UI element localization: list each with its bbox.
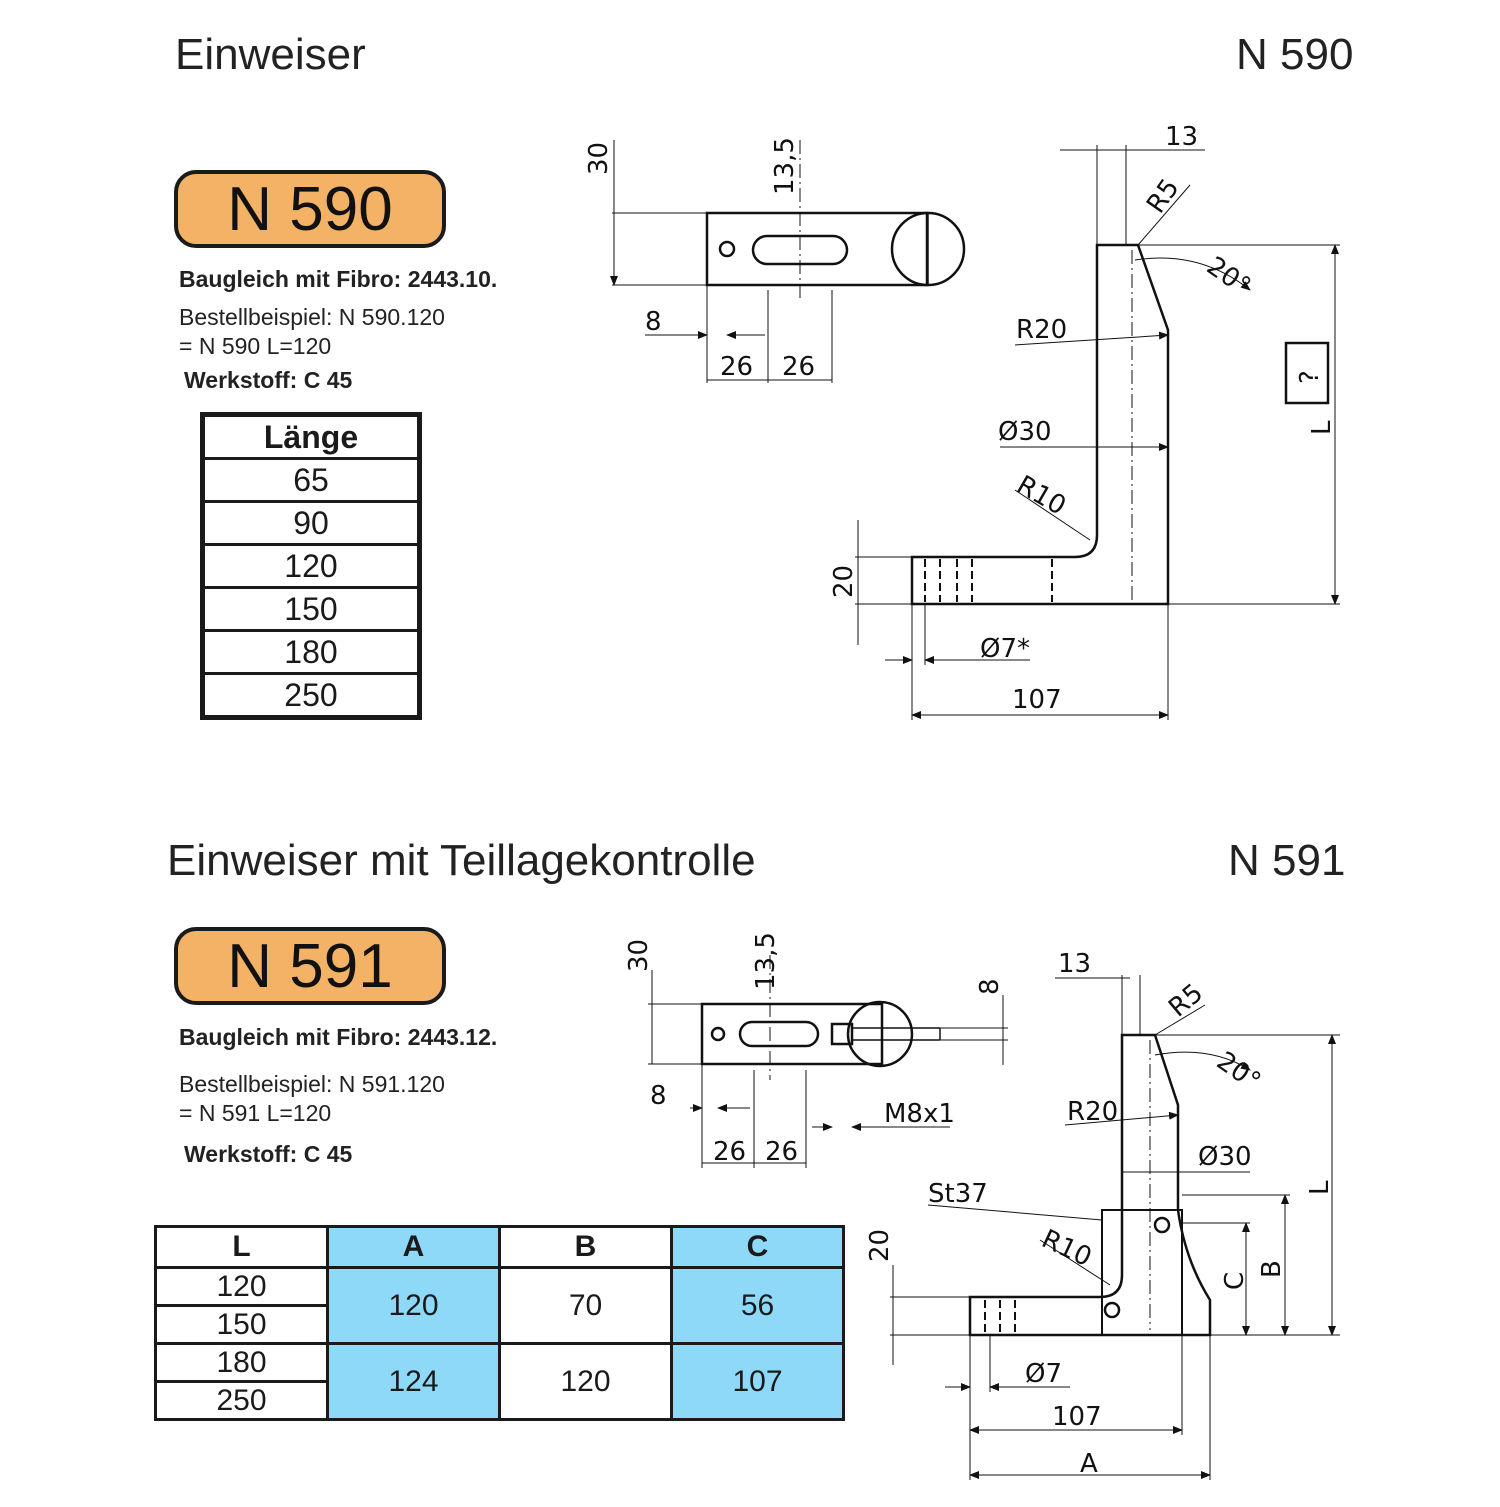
dim-angle-20: 20° [1211,1046,1266,1097]
dimension-table: L A B C 120 120 70 56 150 180 124 120 10… [154,1225,845,1421]
small-hole [718,240,736,258]
section1-werkstoff: Werkstoff: C 45 [184,367,353,393]
dim-o7: Ø7* [980,634,1030,664]
dim-B: B [1257,1260,1287,1278]
col-header-l: L [154,1225,329,1269]
section2-bestell-line2: = N 591 L=120 [179,1100,332,1126]
l-bracket-outline [910,243,1170,606]
section1-badge: N 590 [174,170,446,248]
section2-werkstoff: Werkstoff: C 45 [184,1141,353,1167]
dim-13-5: 13,5 [770,137,800,195]
dim-o30: Ø30 [1198,1142,1252,1172]
dim-o7: Ø7 [1025,1359,1062,1389]
dim-13-5: 13,5 [751,932,781,990]
dim-107: 107 [1012,685,1062,715]
dim-C: C [1220,1272,1250,1290]
dim-8: 8 [645,307,662,337]
dim-A: A [1080,1449,1098,1479]
dim-20: 20 [865,1229,895,1262]
dim-question: ? [1295,370,1325,384]
sensor-screw [1153,1216,1171,1234]
dim-13: 13 [1165,122,1198,152]
dim-26a: 26 [713,1137,746,1167]
section2-badge: N 591 [174,927,446,1005]
length-cell: 65 [201,457,421,503]
l-bracket-outline [968,1033,1212,1337]
length-cell: 120 [201,543,421,589]
c-cell: 107 [670,1342,845,1421]
dim-angle-20: 20° [1201,251,1256,302]
length-table: Länge 65 90 120 150 180 250 [200,412,422,720]
dim-8: 8 [650,1081,667,1111]
section1-bestell-line2: = N 590 L=120 [179,333,332,359]
dim-13: 13 [1058,949,1091,979]
l-cell: 150 [154,1304,329,1345]
drawing2-top-view [648,955,1008,1168]
housing-screw [1103,1301,1121,1319]
dim-m8x1: M8x1 [884,1099,955,1129]
col-header-b: B [498,1225,673,1269]
l-cell: 120 [154,1266,329,1307]
dim-r10: R10 [1012,470,1071,522]
dim-26b: 26 [765,1137,798,1167]
l-cell: 250 [154,1380,329,1421]
b-cell: 70 [498,1266,673,1345]
section2-title: Einweiser mit Teillagekontrolle [167,836,756,885]
dim-o30: Ø30 [998,417,1052,447]
l-cell: 180 [154,1342,329,1383]
section2-code: N 591 [1228,836,1346,885]
section2-baugleich: Baugleich mit Fibro: 2443.12. [179,1023,497,1052]
dim-L: L [1305,1180,1335,1195]
length-cell: 90 [201,500,421,546]
a-cell: 120 [326,1266,501,1345]
dim-26a: 26 [720,352,753,382]
baugleich-value: 2443.12. [407,1024,498,1050]
dim-r5: R5 [1163,978,1209,1023]
screw-head [830,1022,854,1046]
baugleich-label: Baugleich mit Fibro: [179,1024,402,1050]
c-cell: 56 [670,1266,845,1345]
plate-outline [700,1002,884,1066]
section2-bestell-line1: Bestellbeispiel: N 591.120 [179,1071,445,1097]
dim-L: L [1307,420,1337,435]
dim-107: 107 [1052,1402,1102,1432]
small-hole [710,1026,726,1042]
dim-20: 20 [829,565,859,598]
section1-baugleich: Baugleich mit Fibro: 2443.10. [179,265,497,294]
dim-st37: St37 [928,1179,988,1209]
dim-r20: R20 [1067,1097,1118,1127]
sensor-housing [1101,1209,1183,1336]
dim-30: 30 [624,939,654,972]
a-cell: 124 [326,1342,501,1421]
baugleich-label: Baugleich mit Fibro: [179,266,402,292]
length-cell: 150 [201,586,421,632]
dim-26b: 26 [782,352,815,382]
baugleich-value: 2443.10. [407,266,498,292]
drawing2-side-view [890,975,1340,1480]
dim-r10: R10 [1037,1224,1096,1273]
drawing1-top-view [610,140,966,383]
dim-8-top: 8 [975,978,1005,995]
length-cell: 180 [201,629,421,675]
section1-bestell-line1: Bestellbeispiel: N 590.120 [179,304,445,330]
plate-outline [705,211,929,287]
length-table-header: Länge [201,413,421,460]
col-header-a: A [326,1225,501,1269]
length-cell: 250 [201,672,421,719]
dim-r5: R5 [1141,173,1185,219]
dim-30: 30 [584,142,614,175]
slot [738,1020,820,1048]
round-end [846,1000,914,1068]
section1-title: Einweiser [175,30,366,79]
col-header-c: C [670,1225,845,1269]
drawing1-side-view [855,145,1340,720]
b-cell: 120 [498,1342,673,1421]
dim-r20: R20 [1016,315,1067,345]
section1-code: N 590 [1236,30,1354,79]
